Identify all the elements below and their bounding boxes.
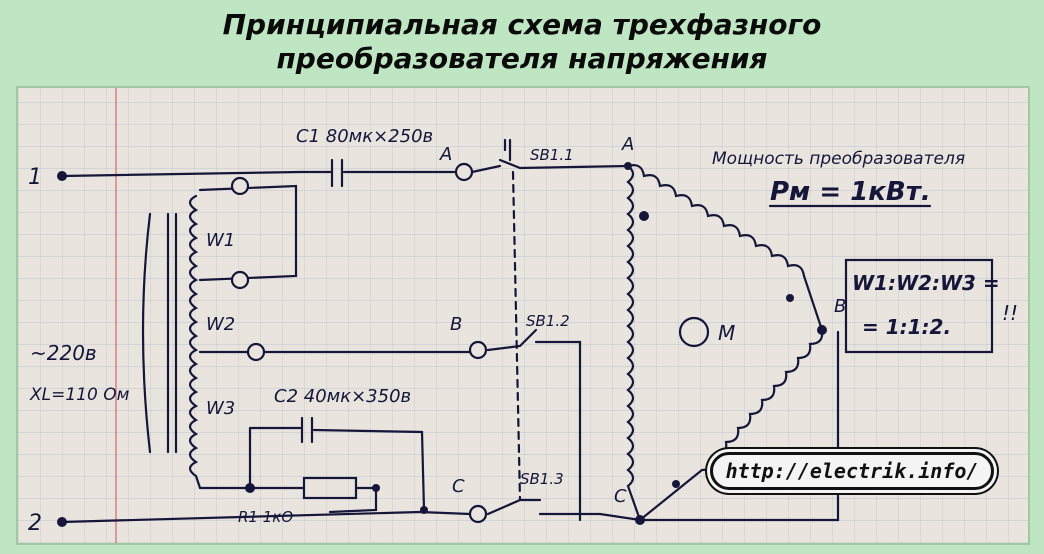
node-motor-inner-3	[672, 480, 680, 488]
terminals	[57, 162, 827, 527]
wire-terminal-2	[60, 510, 472, 524]
motor-winding-a-c	[626, 164, 642, 522]
label-voltage: ~220в	[30, 341, 97, 365]
label-w3: W3	[206, 398, 235, 419]
label-sb12: SB1.2	[526, 312, 570, 330]
label-ratio-line-2: = 1:1:2.	[862, 315, 951, 339]
label-ratio-line-1: W1:W2:W3 =	[852, 271, 1000, 295]
label-power-value: Pм = 1кВт.	[770, 177, 931, 207]
switch-linkage	[511, 170, 522, 502]
label-w2: W2	[206, 314, 235, 335]
label-motor-c: C	[614, 486, 627, 507]
c2-network	[248, 416, 426, 512]
title-line-1: Принципиальная схема трехфазного	[222, 8, 822, 41]
terminal-w2	[246, 342, 266, 362]
label-r1: R1 1кО	[238, 508, 293, 526]
watermark-url: http://electrik.info/	[710, 452, 994, 490]
node-motor-inner-1	[639, 211, 649, 221]
switch-sb13	[486, 498, 602, 516]
motor-winding-b-c	[638, 328, 824, 522]
wire-sb11-to-motor-a	[518, 164, 630, 170]
ratio-box	[844, 258, 994, 354]
screw-terminals	[230, 162, 488, 524]
node-motor-inner-2	[786, 294, 794, 302]
title-line-2: преобразователя напряжения	[276, 42, 768, 75]
label-terminal-1: 1	[28, 165, 42, 190]
terminal-c-left	[468, 504, 488, 524]
terminal-w1-top	[230, 176, 250, 196]
page-title: Принципиальная схема трехфазного преобра…	[0, 8, 1044, 76]
wire-to-motor-c	[598, 330, 840, 522]
terminal-a-left	[454, 162, 474, 182]
voltage-bracket	[141, 212, 152, 454]
label-motor-b: B	[834, 296, 846, 317]
terminal-1-dot	[57, 171, 67, 181]
wire-to-sb11	[470, 164, 502, 174]
label-motor: M	[718, 321, 735, 345]
node-r1-right	[372, 484, 380, 492]
switch-sb11	[498, 138, 522, 170]
node-motor-c	[635, 515, 645, 525]
label-terminal-2: 2	[28, 511, 42, 536]
label-sb13: SB1.3	[520, 470, 564, 488]
node-motor-a	[624, 162, 632, 170]
transformer-core	[166, 212, 178, 454]
terminal-b-left	[468, 340, 488, 360]
node-c2-left	[245, 483, 255, 493]
switch-sb12	[486, 328, 582, 522]
label-w1: W1	[206, 230, 235, 251]
resistor-r1	[302, 476, 358, 500]
label-b-left: B	[450, 314, 462, 335]
label-exclaim: !!	[1002, 301, 1018, 325]
node-motor-b	[817, 325, 827, 335]
label-reactance: XL=110 Ом	[29, 385, 130, 405]
node-c-left	[420, 506, 428, 514]
label-motor-a: A	[621, 134, 634, 155]
motor-winding-a-b	[626, 164, 824, 332]
terminal-2-dot	[57, 517, 67, 527]
label-a-left: A	[439, 144, 452, 165]
transformer-winding	[188, 194, 202, 490]
label-c1: C1 80мк×250в	[296, 126, 433, 147]
label-c2: C2 40мк×350в	[274, 386, 411, 407]
wire-terminal-1	[60, 170, 302, 178]
motor-symbol	[678, 316, 710, 348]
label-power-title: Мощность преобразователя	[712, 149, 965, 169]
label-sb11: SB1.1	[530, 146, 574, 164]
label-c-left: C	[452, 476, 465, 497]
terminal-w1-bottom	[230, 270, 250, 290]
capacitor-c1	[298, 158, 462, 188]
paper-margin-line	[115, 88, 117, 543]
